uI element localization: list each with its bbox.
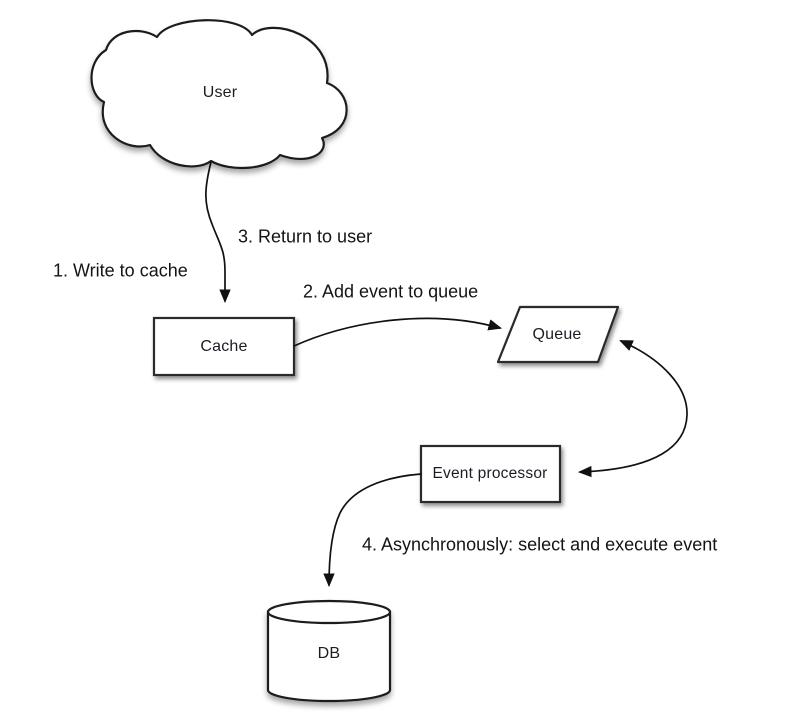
annotation-step4-asynchronously: 4. Asynchronously: select and execute ev…	[362, 534, 718, 555]
annotation-step1-write-to-cache: 1. Write to cache	[53, 260, 188, 281]
cylinder-shape-db	[266, 599, 392, 703]
annotation-step3-return-to-user: 3. Return to user	[238, 226, 373, 247]
node-label-queue: Queue	[532, 326, 582, 343]
annotation-step2-add-event-to-queue: 2. Add event to queue	[303, 281, 479, 302]
arrow-user-to-cache	[205, 161, 231, 304]
arrow-queue-event-processor	[577, 340, 688, 478]
node-label-user: User	[202, 84, 238, 101]
node-label-db: DB	[317, 645, 341, 662]
arrow-event-processor-to-db	[323, 473, 422, 588]
node-label-cache: Cache	[200, 338, 248, 355]
cloud-shape-user	[90, 19, 348, 170]
node-label-event-processor: Event processor	[432, 465, 548, 482]
rectangle-shape-event-processor	[419, 444, 562, 504]
arrow-cache-to-queue	[293, 317, 502, 347]
